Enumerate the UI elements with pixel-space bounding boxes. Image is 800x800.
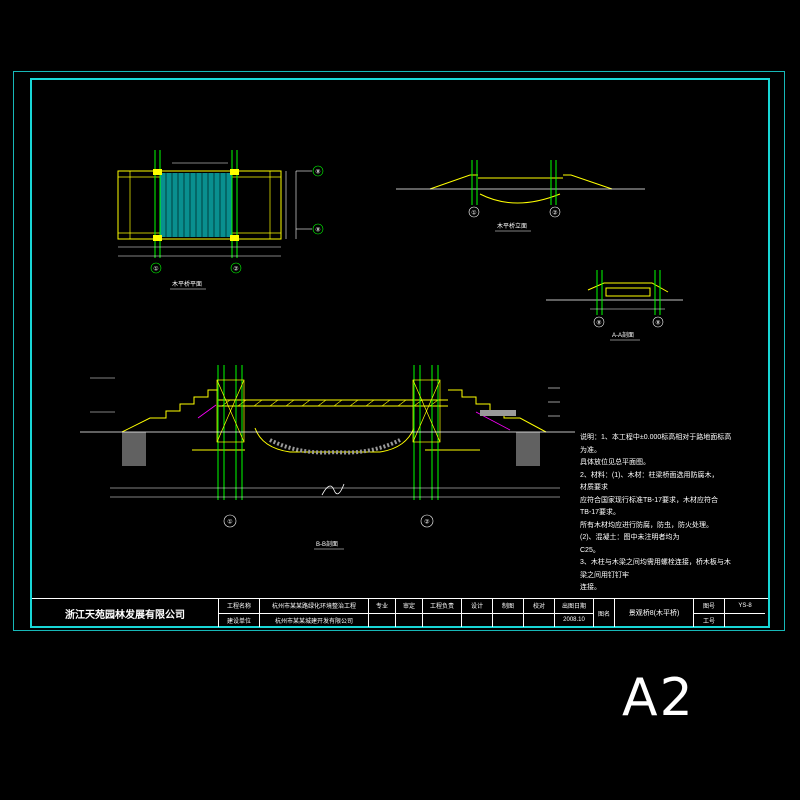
elev-axis-1: ① <box>471 210 476 217</box>
plan-view: ① ② ⑧ ⑧ 木平桥平面 <box>117 150 324 290</box>
section-a-title: A-A剖面 <box>612 331 634 339</box>
tb-col-specialty: 专业 <box>369 599 396 627</box>
note-line: 为准。 <box>580 446 601 454</box>
drawing-no: YS-8 <box>725 599 765 614</box>
drawing-frame <box>30 78 770 628</box>
drawing-no-label: 图号 <box>694 599 724 614</box>
title-block: 浙江天苑园林发展有限公司 工程名称 建设单位 杭州市某某路绿化环境整治工程 杭州… <box>32 598 768 627</box>
sec-b-axis-1: ① <box>227 519 232 526</box>
tb-value-col: 杭州市某某路绿化环境整治工程 杭州市某某城建开发有限公司 <box>260 599 369 627</box>
note-line: 连接。 <box>580 584 601 591</box>
plan-axis-b-top: ⑧ <box>315 169 320 176</box>
tb-col-name-label: 图名 <box>594 599 615 627</box>
col-header: 设计 <box>462 599 492 614</box>
col-header: 工程负责 <box>423 599 461 614</box>
plan-axis-b-bottom: ⑧ <box>315 227 320 234</box>
sheet-size-label: A2 <box>622 668 695 728</box>
date-label: 出图日期 <box>555 599 593 614</box>
company-name: 浙江天苑园林发展有限公司 <box>32 599 219 627</box>
col-header: 审定 <box>396 599 422 614</box>
tb-col-design: 设计 <box>462 599 493 627</box>
note-line: C25。 <box>580 546 600 554</box>
tb-col-check: 校对 <box>524 599 555 627</box>
tb-label-col: 工程名称 建设单位 <box>219 599 260 627</box>
project-name-label: 工程名称 <box>219 599 259 614</box>
sec-a-axis-b2: ⑧ <box>655 320 660 327</box>
elevation-title: 木平桥立面 <box>497 222 527 230</box>
tb-col-no-label: 图号 工号 <box>694 599 725 627</box>
note-line: 说明：1、本工程中±0.000标高相对于路地面标高 <box>580 434 732 441</box>
drawing-name: 景观桥8(木平桥) <box>628 610 680 617</box>
job-label: 工号 <box>702 618 715 625</box>
tb-col-no: YS-8 <box>725 599 765 627</box>
note-line: TB-17要求。 <box>580 509 621 516</box>
plan-title: 木平桥平面 <box>172 280 202 288</box>
sec-b-axis-2: ② <box>424 519 429 526</box>
section-a-view: ⑧ ⑧ A-A剖面 <box>546 270 683 341</box>
elev-axis-2: ② <box>552 210 557 217</box>
sec-a-axis-b: ⑧ <box>596 320 601 327</box>
note-line: 材质要求 <box>580 484 608 491</box>
elevation-view: ① ② 木平桥立面 <box>396 160 645 232</box>
date-value: 2008.10 <box>563 617 585 624</box>
outer-frame <box>13 71 785 631</box>
col-header: 制图 <box>493 599 523 614</box>
tb-col-draft: 制图 <box>493 599 524 627</box>
note-line: 应符合国家现行标准TB-17要求，木材应符合 <box>580 496 719 504</box>
tb-col-lead: 工程负责 <box>423 599 462 627</box>
note-line: 所有木材均应进行防腐，防虫，防火处理。 <box>580 521 713 529</box>
project-name: 杭州市某某路绿化环境整治工程 <box>260 599 368 614</box>
plan-axis-1: ① <box>153 266 158 273</box>
client-name: 杭州市某某城建开发有限公司 <box>274 618 353 625</box>
tb-col-approve: 审定 <box>396 599 423 627</box>
note-line: 具体放位见总平面图。 <box>580 459 650 466</box>
col-header: 专业 <box>369 599 395 614</box>
note-line: 2、材料：(1)、木材：柱梁桥面选用防腐木， <box>580 471 719 479</box>
plan-axis-2: ② <box>233 266 238 273</box>
note-line: (2)、混凝土：图中未注明者均为 <box>580 534 680 541</box>
note-line: 梁之间用钉钉牢 <box>580 571 629 579</box>
design-notes: 说明：1、本工程中±0.000标高相对于路地面标高 为准。 具体放位见总平面图。… <box>580 432 770 595</box>
tb-col-date: 出图日期 2008.10 <box>555 599 594 627</box>
col-header: 校对 <box>524 599 554 614</box>
section-b-view: ① ② B-B剖面 <box>80 365 575 550</box>
client-label: 建设单位 <box>226 618 251 625</box>
note-line: 3、木柱与木梁之间均需用螺栓连接，桥木板与木 <box>580 559 731 566</box>
section-b-title: B-B剖面 <box>316 540 338 548</box>
tb-col-name: 景观桥8(木平桥) <box>615 599 694 627</box>
drawing-name-label: 图名 <box>597 611 610 618</box>
